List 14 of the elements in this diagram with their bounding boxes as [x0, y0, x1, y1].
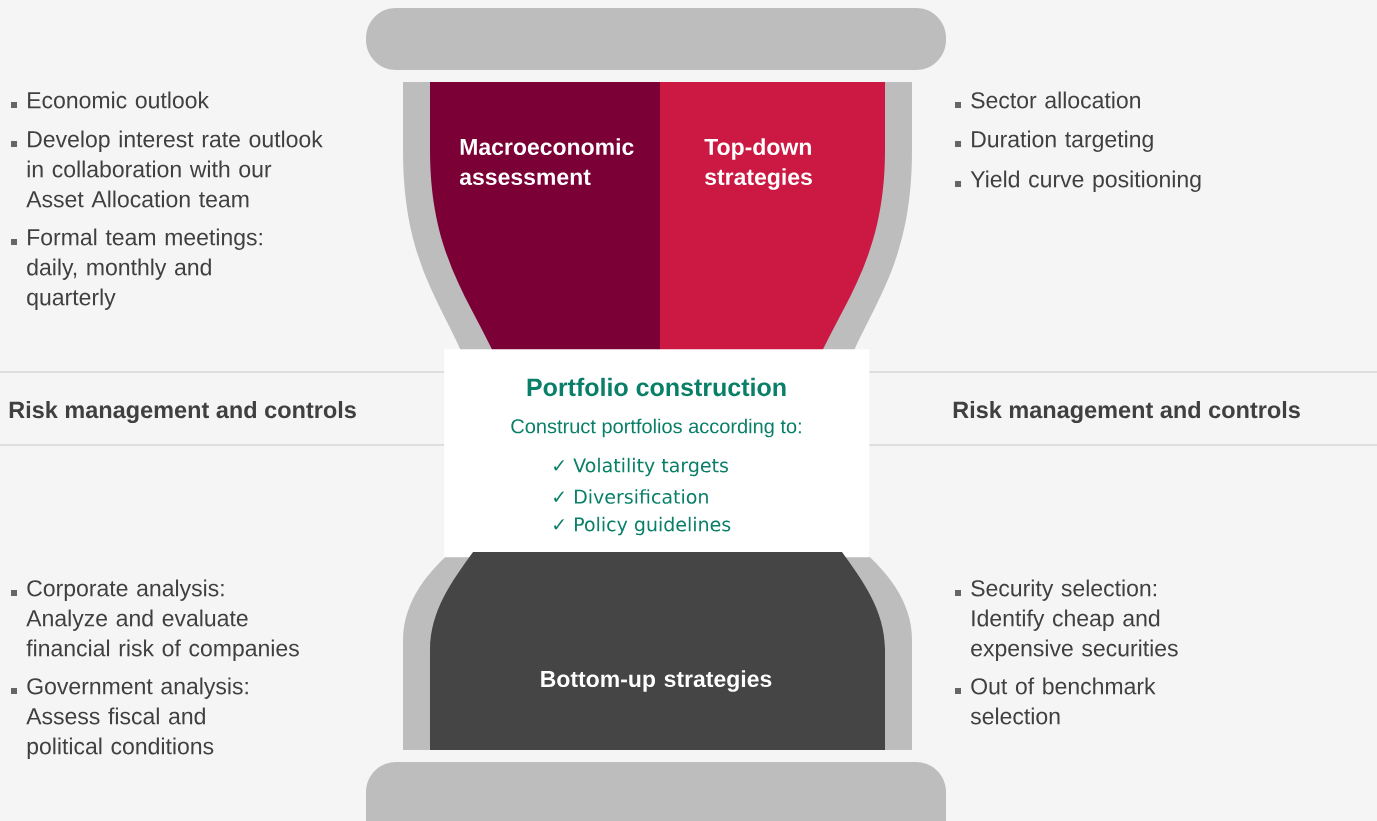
bullet-item: Economic outlook [11, 91, 210, 109]
bullet-item: Out of benchmark selection [955, 677, 1156, 725]
bullet-item: Duration targeting [955, 130, 1153, 152]
bullet-item: Yield curve positioning [955, 170, 1201, 192]
bullet-item: Develop interest rate outlook in collaboration with our Asset Allocation team [11, 130, 323, 208]
info-box: Portfolio construction Construct portfolios according to: ✓ Volatility targets ✓ Diversification ✓ Policy guidelines [444, 349, 870, 558]
bullet-item: Sector allocation [955, 91, 1140, 109]
bulb-segment: Bottom-up strategies [430, 552, 885, 750]
section-heading: Risk management and controls [9, 401, 356, 423]
section-heading: Risk management and controls [953, 401, 1300, 423]
bullet-item: Security selection: Identify cheap and expensive securities [955, 579, 1178, 661]
bullet-item: Formal team meetings: daily, monthly and quarterly [11, 228, 262, 310]
bullet-item: Corporate analysis: Analyze and evaluate financial risk of companies [11, 579, 299, 661]
bullet-item: Government analysis: Assess fiscal and political conditions [11, 677, 248, 759]
